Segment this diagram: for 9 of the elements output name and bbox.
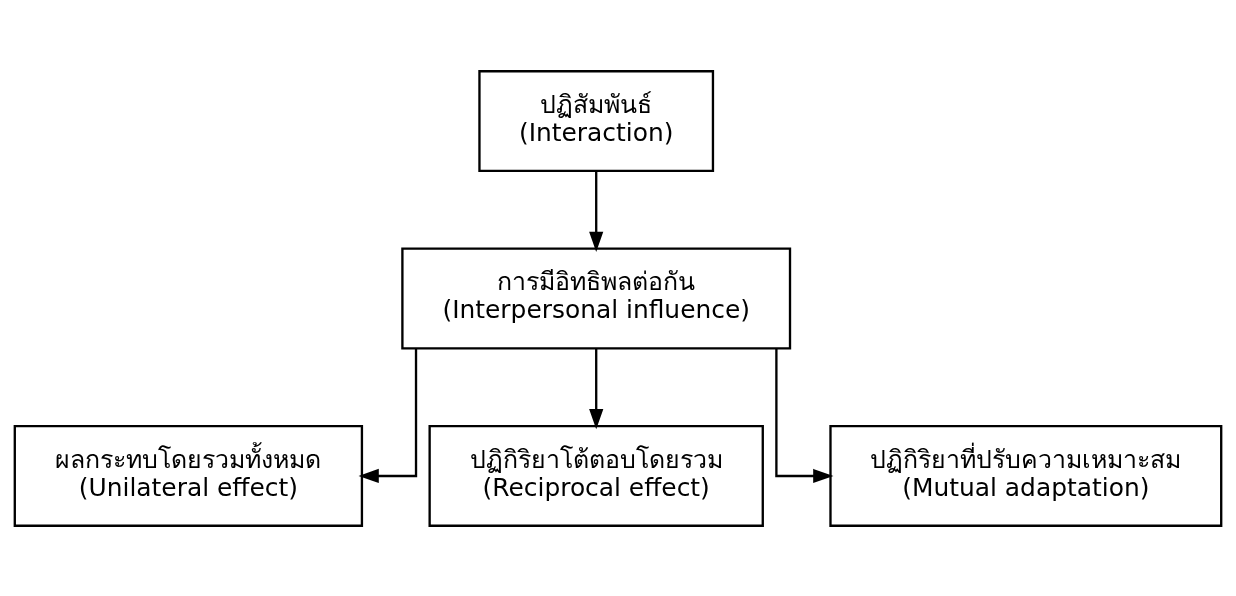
node-box: การมีอิทธิพลต่อกัน (Interpersonal influence) — [401, 247, 792, 349]
node-box: ปฏิกิริยาโต้ตอบโดยรวม (Reciprocal effect) — [428, 424, 764, 527]
node-box: ปฏิสัมพันธ์ (Interaction) — [478, 69, 715, 172]
arrow — [589, 347, 604, 429]
node-box: ปฏิกิริยาที่ปรับความเหมาะสม (Mutual adaptation) — [829, 424, 1223, 527]
node-box: ผลกระทบโดยรวมทั้งหมด (Unilateral effect) — [13, 424, 364, 527]
arrow — [589, 170, 604, 252]
arrow — [775, 347, 834, 483]
arrow — [358, 347, 418, 483]
